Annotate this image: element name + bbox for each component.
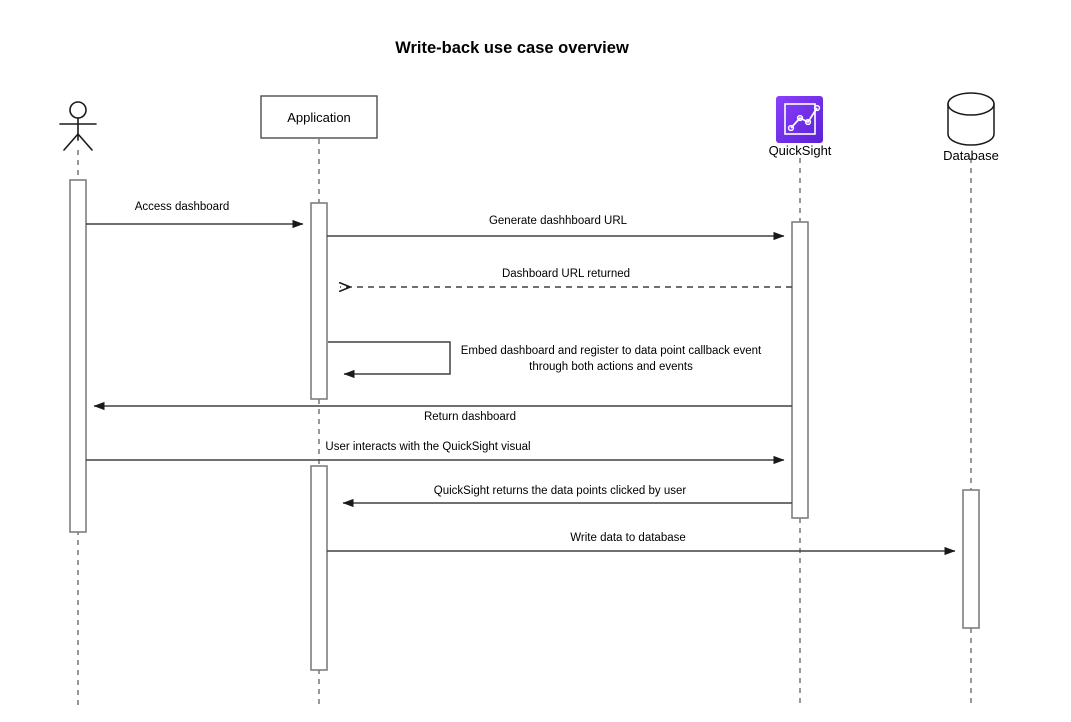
participant-label-quicksight: QuickSight (769, 143, 832, 158)
quicksight-chart-icon-node-1 (787, 124, 795, 132)
message-label-m6: User interacts with the QuickSight visua… (325, 441, 530, 453)
message-label-m3: Dashboard URL returned (502, 268, 630, 280)
message-arrow-m4-self-loop (328, 341, 451, 379)
quicksight-chart-icon-node-4 (813, 104, 821, 112)
application-box[interactable] (260, 95, 378, 139)
message-label-m1: Access dashboard (135, 201, 230, 213)
participant-actor[interactable] (59, 101, 97, 151)
message-label-m4-line2: through both actions and events (529, 361, 693, 373)
message-label-m7: QuickSight returns the data points click… (434, 485, 687, 497)
participant-quicksight[interactable]: QuickSight (769, 96, 832, 158)
participant-label-application: Application (287, 110, 351, 125)
quicksight-chart-icon-node-3 (804, 118, 812, 126)
actor-stick-figure-icon-leg-left (63, 133, 79, 151)
message-embed-dashboard-self[interactable]: Embed dashboard and register to data poi… (328, 341, 762, 379)
message-write-data-to-database[interactable]: Write data to database (327, 532, 956, 556)
participant-database[interactable]: Database (943, 92, 999, 163)
participant-label-database: Database (943, 148, 999, 163)
actor-stick-figure-icon-leg-right (77, 133, 93, 151)
activation-bars-group (69, 179, 980, 671)
database-cylinder-icon-top (947, 92, 995, 116)
quicksight-chart-icon-node-2 (796, 114, 804, 122)
message-label-m8: Write data to database (570, 532, 686, 544)
message-label-m4-line1: Embed dashboard and register to data poi… (461, 345, 762, 357)
activation-bar-application-2 (310, 465, 328, 671)
message-label-m2: Generate dashhboard URL (489, 215, 628, 227)
activation-bar-application-1 (310, 202, 328, 400)
activation-bar-quicksight (791, 221, 809, 519)
message-access-dashboard[interactable]: Access dashboard (86, 201, 304, 229)
quicksight-chart-icon-polyline (790, 107, 818, 129)
quicksight-chart-icon-frame (784, 103, 816, 135)
participant-application[interactable]: Application (260, 95, 378, 139)
message-user-interacts-visual[interactable]: User interacts with the QuickSight visua… (86, 441, 785, 465)
message-generate-dashboard-url[interactable]: Generate dashhboard URL (327, 215, 785, 241)
diagram-title: Write-back use case overview (395, 39, 629, 57)
message-dashboard-url-returned[interactable]: Dashboard URL returned (340, 268, 792, 287)
message-label-m5: Return dashboard (424, 411, 516, 423)
activation-bar-database (962, 489, 980, 629)
message-return-dashboard[interactable]: Return dashboard (93, 401, 792, 423)
activation-bar-actor (69, 179, 87, 533)
message-quicksight-returns-datapoints[interactable]: QuickSight returns the data points click… (342, 485, 792, 508)
